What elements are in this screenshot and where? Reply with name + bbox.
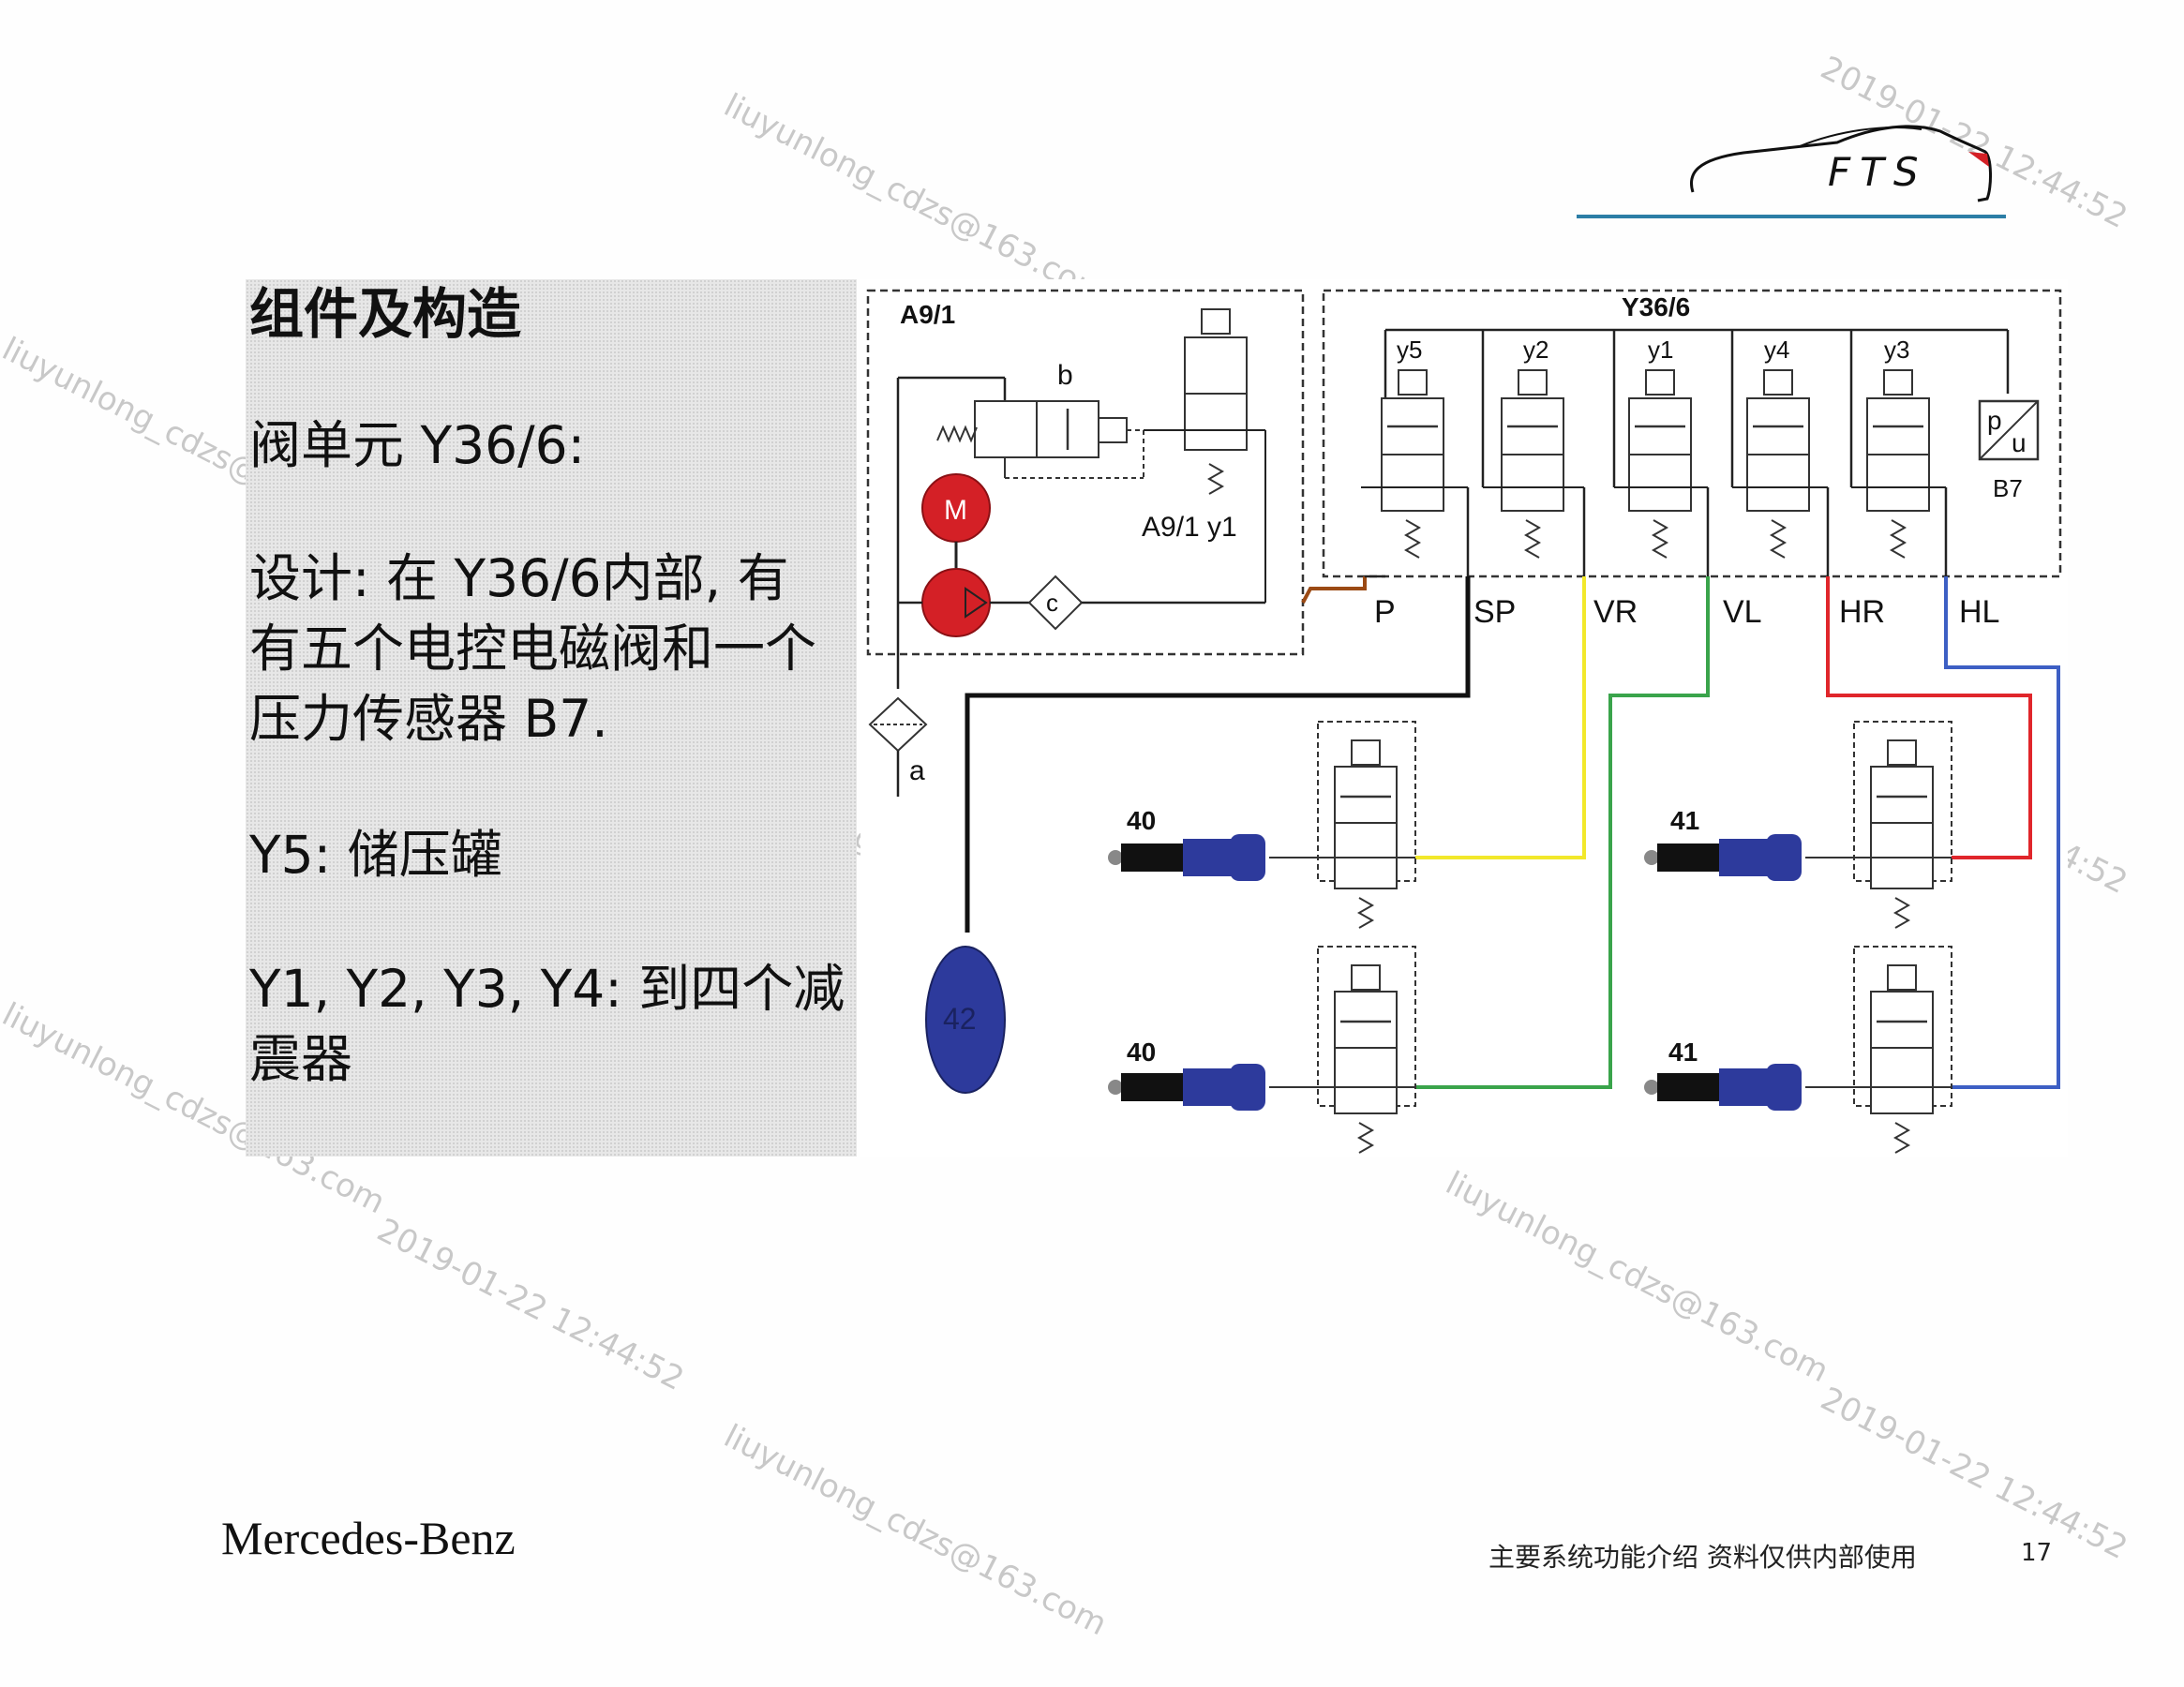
port-vl: VL — [1723, 594, 1762, 630]
slide-heading: 组件及构造 — [249, 282, 522, 346]
line-green-vl — [1415, 576, 1710, 1089]
pressure-sensor-b7: p u B7 — [1978, 399, 2040, 502]
sensor-p-letter: p — [1987, 406, 2002, 435]
valve-y2: y2 — [1481, 330, 1586, 576]
y5-description: Y5: 储压罐 — [249, 825, 502, 885]
valve-label-y3: y3 — [1884, 336, 1909, 364]
valve-y4: y4 — [1730, 330, 1830, 576]
valve-y1: y1 — [1612, 330, 1710, 576]
port-vr: VR — [1593, 594, 1638, 630]
line-blue-hl — [1944, 576, 2060, 1089]
a9-1-y1-label: A9/1 y1 — [1142, 512, 1237, 543]
valve-label-y2: y2 — [1523, 336, 1548, 364]
valve-b-label: b — [1057, 360, 1073, 391]
strut-valve-front-left — [1269, 946, 1416, 1154]
design-line-3: 压力传感器 B7. — [249, 689, 608, 749]
car-taillight — [1968, 152, 1989, 167]
y36-6-label: Y36/6 — [1622, 292, 1690, 321]
valve-y3: y3 — [1849, 330, 1948, 576]
y-list-line-2: 震器 — [249, 1029, 353, 1089]
fts-logo-text: FTS — [1828, 149, 1927, 195]
b7-label: B7 — [1993, 474, 2023, 502]
reservoir-42 — [925, 946, 1006, 1094]
valve-y5: y5 — [1361, 330, 1470, 576]
watermark-time-6: 2019-01-22 12:44:52 — [1815, 49, 2133, 236]
valve-label-y5: y5 — [1397, 336, 1422, 364]
line-yellow-vr — [1415, 576, 1586, 859]
a9-1-label: A9/1 — [900, 300, 955, 329]
pump — [921, 568, 991, 637]
text-panel — [246, 279, 857, 1157]
port-hr: HR — [1839, 594, 1885, 630]
line-reservoir — [965, 576, 1471, 933]
watermark-email-7: liuyunlong_cdzs@163.com — [718, 1417, 1113, 1643]
port-p: P — [1374, 594, 1396, 630]
line-supply — [1301, 576, 1367, 604]
car-outline — [1690, 125, 1992, 202]
valve-label-y1: y1 — [1648, 336, 1673, 364]
port-sp: SP — [1473, 594, 1516, 630]
motor-label: M — [944, 495, 967, 526]
compressor-unit: b A9/1 y1 M c — [868, 308, 1266, 797]
line-red-hr — [1826, 576, 2032, 859]
car-roofline — [1799, 127, 1922, 147]
strut-label-40-top: 40 — [1127, 806, 1156, 835]
filter-c-label: c — [1046, 589, 1058, 617]
strut-label-40-bottom: 40 — [1127, 1038, 1156, 1067]
strut-label-41-bottom: 41 — [1668, 1038, 1698, 1067]
strut-valve-rear-right — [1805, 721, 1952, 929]
strut-41-rear-left: 41 — [1644, 1038, 1802, 1111]
valve-unit-title: 阀单元 Y36/6: — [249, 415, 586, 475]
fts-car-logo: FTS — [1690, 125, 1992, 202]
design-line-1: 设计: 在 Y36/6内部, 有 — [249, 548, 789, 608]
port-hl: HL — [1959, 594, 1999, 630]
strut-valve-rear-left — [1805, 946, 1952, 1154]
sensor-u-letter: u — [2012, 428, 2027, 457]
footer-text: 主要系统功能介绍 资料仅供内部使用 — [1488, 1542, 1917, 1573]
logo-underline — [1577, 215, 2006, 218]
hydraulic-diagram: A9/1 Y36/6 y5 — [860, 279, 2068, 1157]
watermark-time-4: 2019-01-22 12:44:52 — [371, 1211, 690, 1398]
intake-a-label: a — [909, 755, 925, 786]
design-line-2: 有五个电控电磁阀和一个 — [249, 619, 817, 679]
page-number: 17 — [2021, 1539, 2053, 1567]
strut-40-front-right: 40 — [1108, 806, 1265, 881]
a9-1-box — [866, 289, 1305, 656]
strut-41-rear-right: 41 — [1644, 806, 1802, 881]
strut-label-41-top: 41 — [1670, 806, 1699, 835]
strut-valve-front-right — [1269, 721, 1416, 929]
reservoir-label: 42 — [943, 1002, 977, 1036]
valve-label-y4: y4 — [1764, 336, 1789, 364]
brand-name: Mercedes-Benz — [221, 1512, 516, 1564]
y36-6-box — [1322, 289, 2062, 578]
y-list-line-1: Y1, Y2, Y3, Y4: 到四个减 — [249, 959, 845, 1019]
strut-40-front-left: 40 — [1108, 1038, 1265, 1111]
watermark-email-6: liuyunlong_cdzs@163.com — [1440, 1164, 1834, 1390]
